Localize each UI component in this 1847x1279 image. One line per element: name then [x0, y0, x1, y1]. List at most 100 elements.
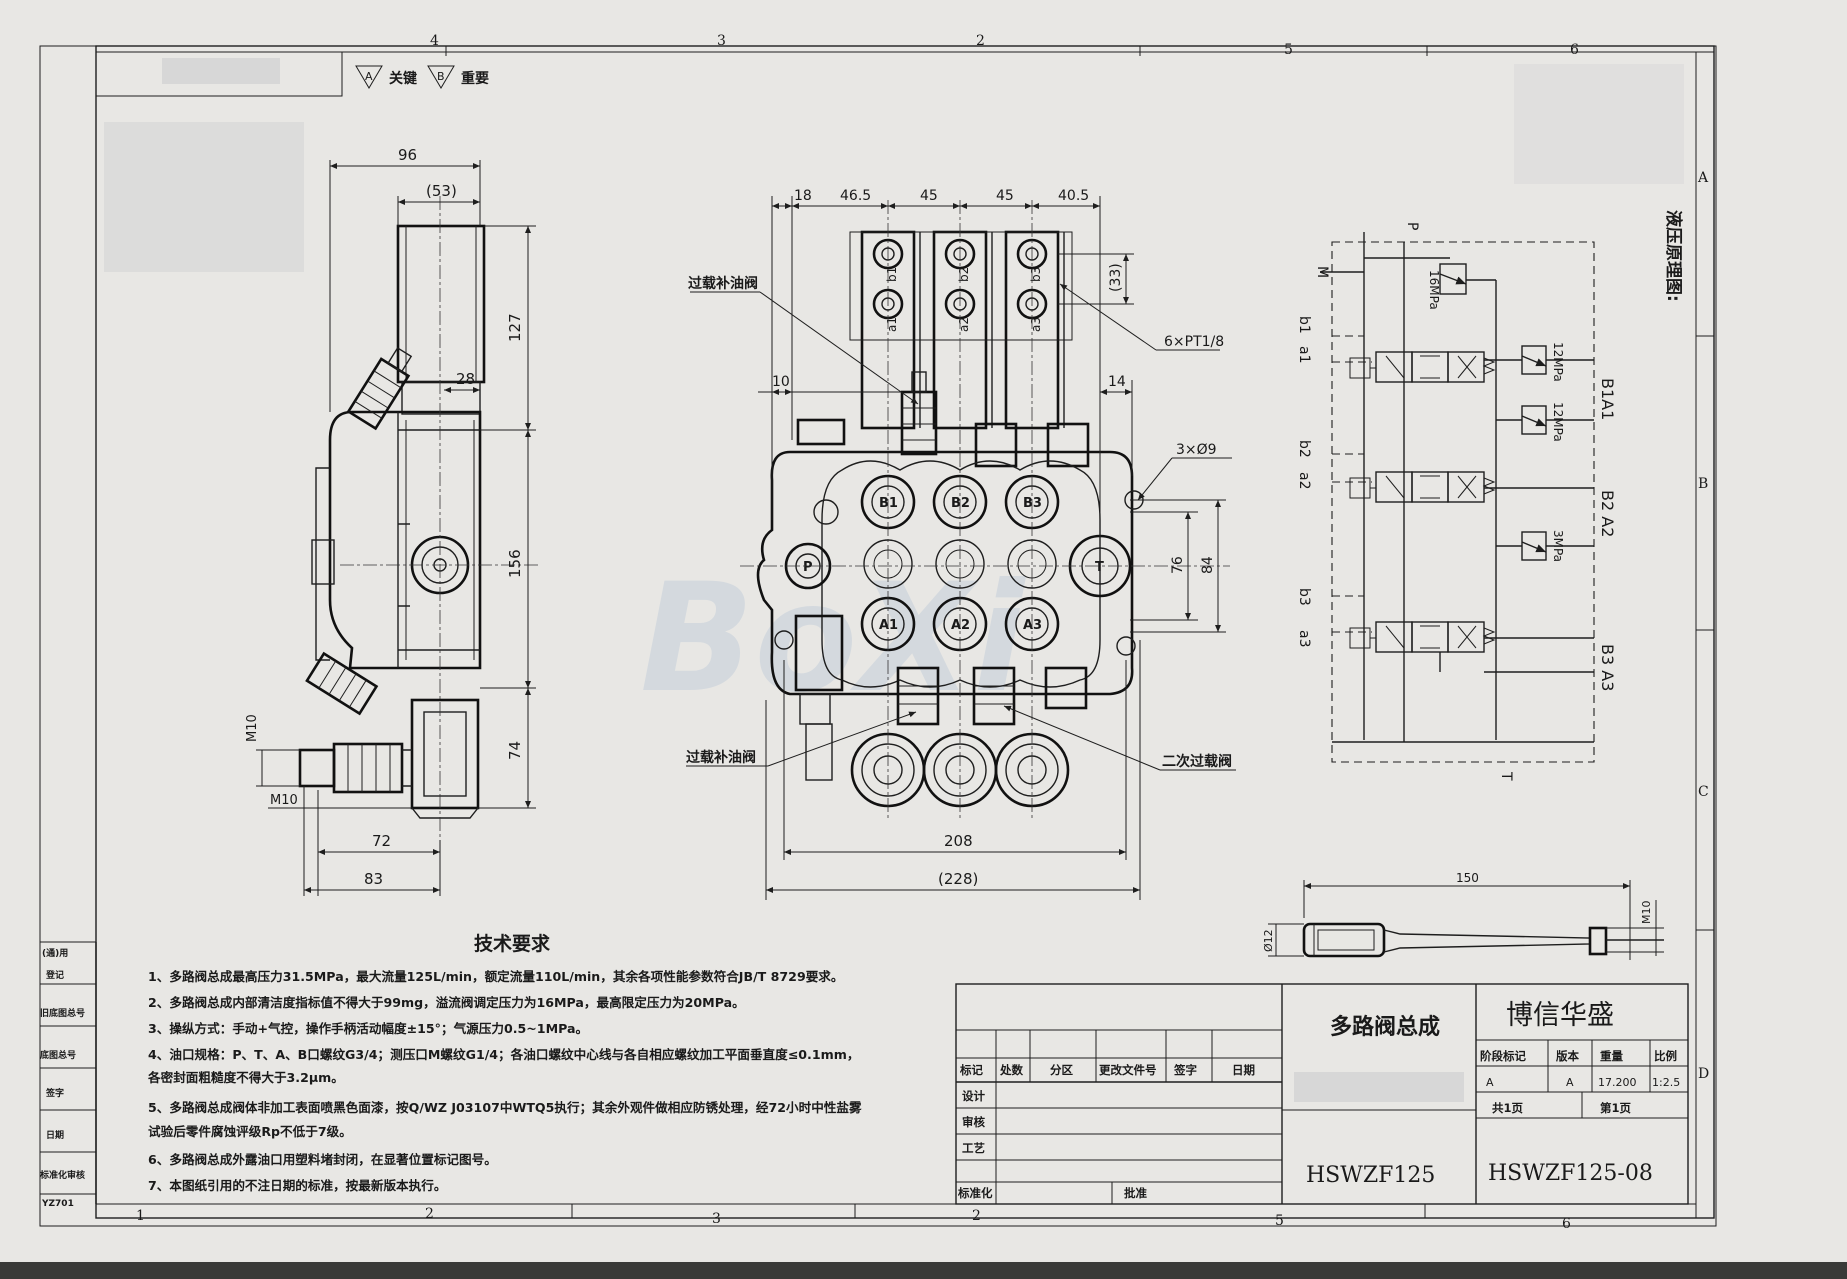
schematic-label-b3: b3 — [1296, 588, 1312, 606]
technical-requirements: 技术要求 1、多路阀总成最高压力31.5MPa，最大流量125L/min，额定流… — [147, 932, 862, 1193]
zone-bottom-3: 3 — [712, 1211, 721, 1227]
body-port-t: T — [1095, 560, 1104, 575]
redacted-stamp — [1294, 1072, 1464, 1102]
port-label-b2: b2 — [957, 267, 971, 282]
zone-bottom-5: 5 — [1275, 1213, 1284, 1229]
callout-thread-spec: 6×PT1/8 — [1164, 334, 1224, 350]
left-col-standard: 标准化审核 — [39, 1169, 85, 1181]
redacted-area-right — [1514, 64, 1684, 184]
redacted-area-left — [104, 122, 304, 272]
tb-header-zone: 分区 — [1050, 1063, 1073, 1077]
dim-front-18: 18 — [794, 188, 812, 204]
zone-top-4: 5 — [1284, 42, 1293, 58]
dim-front-10: 10 — [772, 374, 790, 390]
title-product-name: 多路阀总成 — [1330, 1014, 1440, 1040]
tb-header-count: 处数 — [999, 1063, 1023, 1077]
tb-role-design: 设计 — [962, 1089, 985, 1103]
handle-dim-diameter: Ø12 — [1262, 929, 1275, 952]
schematic-t-label: T — [1498, 771, 1514, 781]
dim-front-46-5: 46.5 — [840, 188, 871, 204]
side-view: 96 (53) 127 28 156 74 M10 M10 72 83 — [245, 146, 540, 896]
dim-front-76: 76 — [1170, 556, 1186, 574]
dim-front-40-5: 40.5 — [1058, 188, 1089, 204]
tb-pages-total: 共1页 — [1492, 1101, 1524, 1115]
tech-req-4-cont: 各密封面粗糙度不得大于3.2μm。 — [147, 1070, 344, 1085]
front-top-dimensions: 18 46.5 45 45 40.5 — [771, 188, 1101, 540]
dim-side-72: 72 — [372, 832, 391, 850]
redacted-area — [162, 58, 280, 84]
tech-req-3: 3、操纵方式：手动+气控，操作手柄活动幅度±15°；气源压力0.5~1MPa。 — [148, 1021, 588, 1037]
legend-key-symbol: A — [365, 70, 373, 83]
dim-side-83: 83 — [364, 870, 383, 888]
schematic-label-b2a2: B2 A2 — [1598, 490, 1617, 537]
schematic-label-a1: a1 — [1296, 346, 1312, 364]
callout-overload-top: 过载补油阀 — [688, 275, 758, 292]
body-port-a1: A1 — [879, 618, 898, 633]
front-view: BoXi b1 b2 b3 a1 a2 a3 — [640, 188, 1236, 900]
tb-role-process: 工艺 — [962, 1141, 985, 1155]
handle-dim-length: 150 — [1456, 871, 1479, 885]
title-model: HSWZF125 — [1306, 1163, 1435, 1188]
tech-req-1: 1、多路阀总成最高压力31.5MPa，最大流量125L/min，额定流量110L… — [148, 969, 844, 984]
schematic-label-b1a1: B1A1 — [1598, 378, 1617, 420]
schematic-title: 液压原理图: — [1663, 210, 1684, 302]
left-col-drawing-no: 底图总号 — [40, 1049, 76, 1061]
tech-req-4: 4、油口规格：P、T、A、B口螺纹G3/4；测压口M螺纹G1/4；各油口螺纹中心… — [148, 1047, 859, 1063]
legend-key-label: 关键 — [389, 70, 418, 87]
tb-approve: 批准 — [1124, 1186, 1147, 1200]
left-col-general: (通)用 — [42, 947, 68, 959]
zone-side-b: B — [1698, 476, 1708, 492]
schematic-p-label: P — [1404, 222, 1420, 230]
tb-stage-weight: 重量 — [1600, 1049, 1623, 1063]
tb-value-version: A — [1566, 1076, 1574, 1089]
zone-side-c: C — [1698, 784, 1709, 800]
legend-important-label: 重要 — [461, 70, 489, 87]
left-col-register: 登记 — [45, 969, 64, 981]
tb-value-scale: 1:2.5 — [1652, 1076, 1680, 1089]
tech-req-6: 6、多路阀总成外露油口用塑料堵封闭，在显著位置标记图号。 — [148, 1152, 497, 1167]
dim-side-m10-vertical: M10 — [245, 714, 260, 742]
schematic-label-a2: a2 — [1296, 472, 1312, 490]
schematic-label-a3: a3 — [1296, 630, 1312, 648]
dim-side-28: 28 — [456, 370, 475, 388]
hydraulic-schematic: 液压原理图: 16MPa P M T 12MPa 12MPa — [1296, 210, 1684, 781]
zone-bottom-2: 2 — [425, 1206, 434, 1222]
title-drawing-number: HSWZF125-08 — [1488, 1161, 1653, 1186]
tb-header-date: 日期 — [1232, 1063, 1255, 1077]
legend-important-symbol: B — [437, 70, 445, 83]
dim-side-127: 127 — [506, 313, 524, 342]
port-label-a2: a2 — [957, 317, 971, 332]
dim-front-84: 84 — [1200, 556, 1216, 574]
legend-box: A 关键 B 重要 — [95, 51, 489, 97]
body-port-a3: A3 — [1023, 618, 1042, 633]
body-port-b1: B1 — [879, 496, 898, 511]
left-col-old-drawing: 旧底图总号 — [40, 1007, 85, 1019]
tb-stage-scale: 比例 — [1654, 1049, 1677, 1063]
dim-front-45b: 45 — [996, 188, 1014, 204]
zone-top-3: 2 — [976, 33, 985, 49]
callout-holes: 3×Ø9 — [1176, 442, 1217, 458]
tb-pages-current: 第1页 — [1600, 1101, 1632, 1115]
port-label-a1: a1 — [885, 317, 899, 332]
dim-side-156: 156 — [506, 549, 524, 578]
port-label-b1: b1 — [885, 267, 899, 282]
left-col-sign: 签字 — [45, 1087, 64, 1099]
left-col-code: YZ701 — [41, 1199, 74, 1209]
dim-front-45a: 45 — [920, 188, 938, 204]
title-block: 多路阀总成 博信华盛 HSWZF125 HSWZF125-08 标记 处数 分区… — [955, 983, 1689, 1205]
tb-stage-version: 版本 — [1556, 1049, 1579, 1063]
schematic-pressure-1: 12MPa — [1551, 342, 1565, 382]
zone-side-a: A — [1697, 170, 1709, 186]
handle-dim-thread: M10 — [1640, 901, 1653, 925]
schematic-label-b2: b2 — [1296, 440, 1312, 458]
title-company: 博信华盛 — [1506, 1000, 1614, 1031]
left-register-column: (通)用 登记 旧底图总号 底图总号 签字 日期 标准化审核 YZ701 — [39, 941, 97, 1209]
schematic-pressure-main: 16MPa — [1427, 270, 1441, 310]
dim-front-33: (33) — [1108, 263, 1124, 292]
left-col-date: 日期 — [46, 1129, 64, 1141]
tech-req-title: 技术要求 — [474, 932, 551, 955]
dim-front-14: 14 — [1108, 374, 1126, 390]
dim-front-228: (228) — [938, 870, 978, 888]
tech-req-5: 5、多路阀总成阀体非加工表面喷黑色面漆，按Q/WZ J03107中WTQ5执行；… — [148, 1100, 862, 1116]
tech-req-2: 2、多路阀总成内部清洁度指标值不得大于99mg，溢流阀调定压力为16MPa，最高… — [148, 995, 745, 1010]
